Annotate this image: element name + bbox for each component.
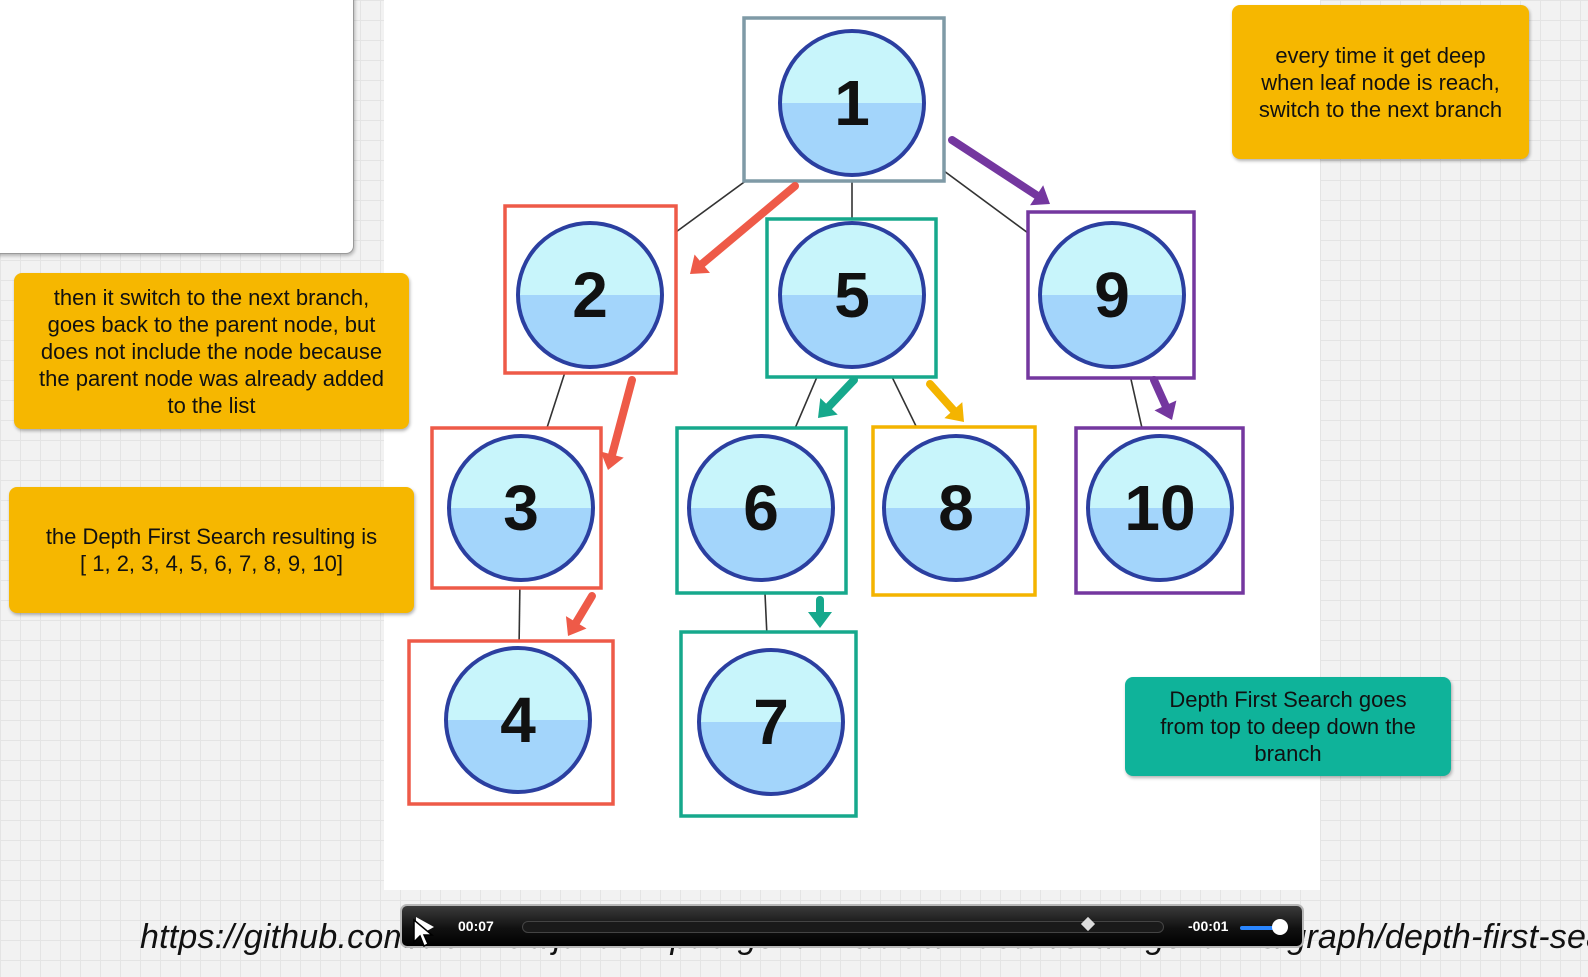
- note-leaf-switch-text: every time it get deep when leaf node is…: [1258, 42, 1503, 122]
- volume-slider[interactable]: [1240, 926, 1282, 930]
- elapsed-time: 00:07: [458, 918, 494, 934]
- note-leaf-switch: every time it get deep when leaf node is…: [1232, 5, 1529, 159]
- note-dfs-result: the Depth First Search resulting is [ 1,…: [9, 487, 414, 613]
- arrow-5-to-6: [818, 376, 858, 418]
- note-dfs-result-text: the Depth First Search resulting is [ 1,…: [45, 524, 378, 576]
- node-circle-1[interactable]: [778, 29, 926, 177]
- node-label-2: 2: [572, 259, 608, 331]
- arrow-5-to-8: [926, 380, 964, 422]
- node-label-4: 4: [500, 684, 536, 756]
- node-circle-9[interactable]: [1038, 221, 1186, 369]
- note-dfs-definition: Depth First Search goes from top to deep…: [1125, 677, 1451, 776]
- note-back-to-parent-text: then it switch to the next branch, goes …: [39, 284, 384, 418]
- node-label-6: 6: [743, 472, 779, 544]
- node-circle-8[interactable]: [882, 434, 1030, 582]
- blank-panel: [0, 0, 354, 254]
- node-circle-4[interactable]: [444, 646, 592, 794]
- node-label-1: 1: [834, 67, 870, 139]
- arrow-6-to-7: [808, 596, 832, 628]
- note-back-to-parent: then it switch to the next branch, goes …: [14, 273, 409, 429]
- node-label-7: 7: [753, 686, 789, 758]
- arrow-2-to-3: [600, 376, 636, 470]
- arrow-9-to-10: [1150, 376, 1177, 420]
- node-label-3: 3: [503, 472, 539, 544]
- node-circle-3[interactable]: [447, 434, 595, 582]
- video-player-controls: 00:07 -00:01: [400, 904, 1304, 948]
- seek-handle[interactable]: [1080, 916, 1096, 932]
- seek-bar[interactable]: [522, 916, 1164, 933]
- node-circle-7[interactable]: [697, 648, 845, 796]
- arrow-3-to-4: [565, 592, 596, 636]
- mouse-cursor-icon: [413, 918, 434, 948]
- arrow-1-to-2: [690, 182, 799, 274]
- remaining-time: -00:01: [1188, 918, 1229, 934]
- node-circle-6[interactable]: [687, 434, 835, 582]
- node-circle-5[interactable]: [778, 221, 926, 369]
- node-label-8: 8: [938, 472, 974, 544]
- note-dfs-definition-text: Depth First Search goes from top to deep…: [1160, 687, 1416, 766]
- volume-knob[interactable]: [1272, 919, 1288, 935]
- node-circle-2[interactable]: [516, 221, 664, 369]
- node-label-5: 5: [834, 259, 870, 331]
- arrow-1-to-9: [948, 136, 1050, 206]
- node-label-9: 9: [1094, 259, 1130, 331]
- node-label-10: 10: [1124, 472, 1195, 544]
- node-circle-10[interactable]: [1086, 434, 1234, 582]
